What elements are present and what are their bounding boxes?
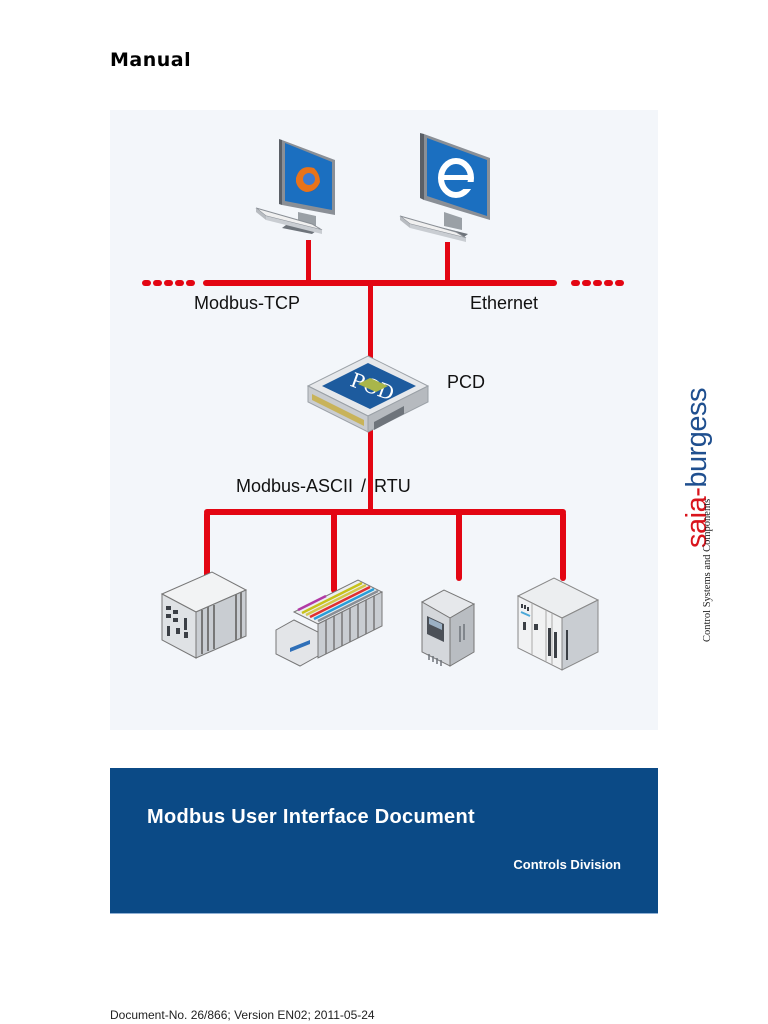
drop-line-workstation-2	[445, 242, 450, 284]
label-modbus-tcp: Modbus-TCP	[194, 293, 301, 313]
drop-line-device-3	[456, 511, 462, 581]
io-terminal-module	[275, 579, 384, 667]
modular-plc	[516, 577, 600, 671]
logo-tagline: Control Systems and Components	[702, 498, 713, 642]
drop-line-pcd-serial	[368, 428, 373, 512]
drop-line-workstation-1	[306, 240, 311, 284]
manual-heading: Manual	[110, 49, 192, 71]
frequency-inverter	[420, 589, 476, 667]
drop-line-device-4	[560, 511, 566, 581]
industrial-pc	[160, 571, 248, 659]
bus-continuation-left	[142, 280, 195, 286]
network-diagram-svg: PCD	[142, 133, 624, 671]
logo-dash: -	[681, 487, 713, 497]
workstation-firefox	[255, 139, 335, 234]
label-modbus-ascii-rtu: Modbus-ASCII / RTU	[236, 476, 411, 496]
division-label: Controls Division	[513, 857, 621, 872]
pcd-controller: PCD	[306, 355, 430, 433]
drop-line-device-2	[331, 511, 337, 593]
workstation-internet-explorer	[399, 133, 490, 242]
ethernet-bus	[142, 240, 624, 362]
network-diagram: PCD	[110, 110, 658, 730]
title-band: Modbus User Interface Document Controls …	[110, 768, 658, 913]
document-title: Modbus User Interface Document	[147, 806, 475, 828]
firefox-icon	[296, 167, 320, 192]
ethernet-bus-line	[203, 280, 557, 286]
serial-bus-line	[204, 509, 566, 515]
drop-line-pcd-ethernet	[368, 282, 373, 362]
label-pcd: PCD	[447, 372, 486, 392]
bus-continuation-right	[571, 280, 624, 286]
logo-burgess: burgess	[681, 387, 713, 488]
label-ethernet: Ethernet	[470, 293, 539, 313]
drop-line-device-1	[204, 511, 210, 581]
title-band-divider	[110, 913, 658, 914]
serial-bus	[204, 428, 566, 593]
document-info-footer: Document-No. 26/866; Version EN02; 2011-…	[110, 1008, 375, 1022]
internet-explorer-icon	[438, 158, 474, 198]
